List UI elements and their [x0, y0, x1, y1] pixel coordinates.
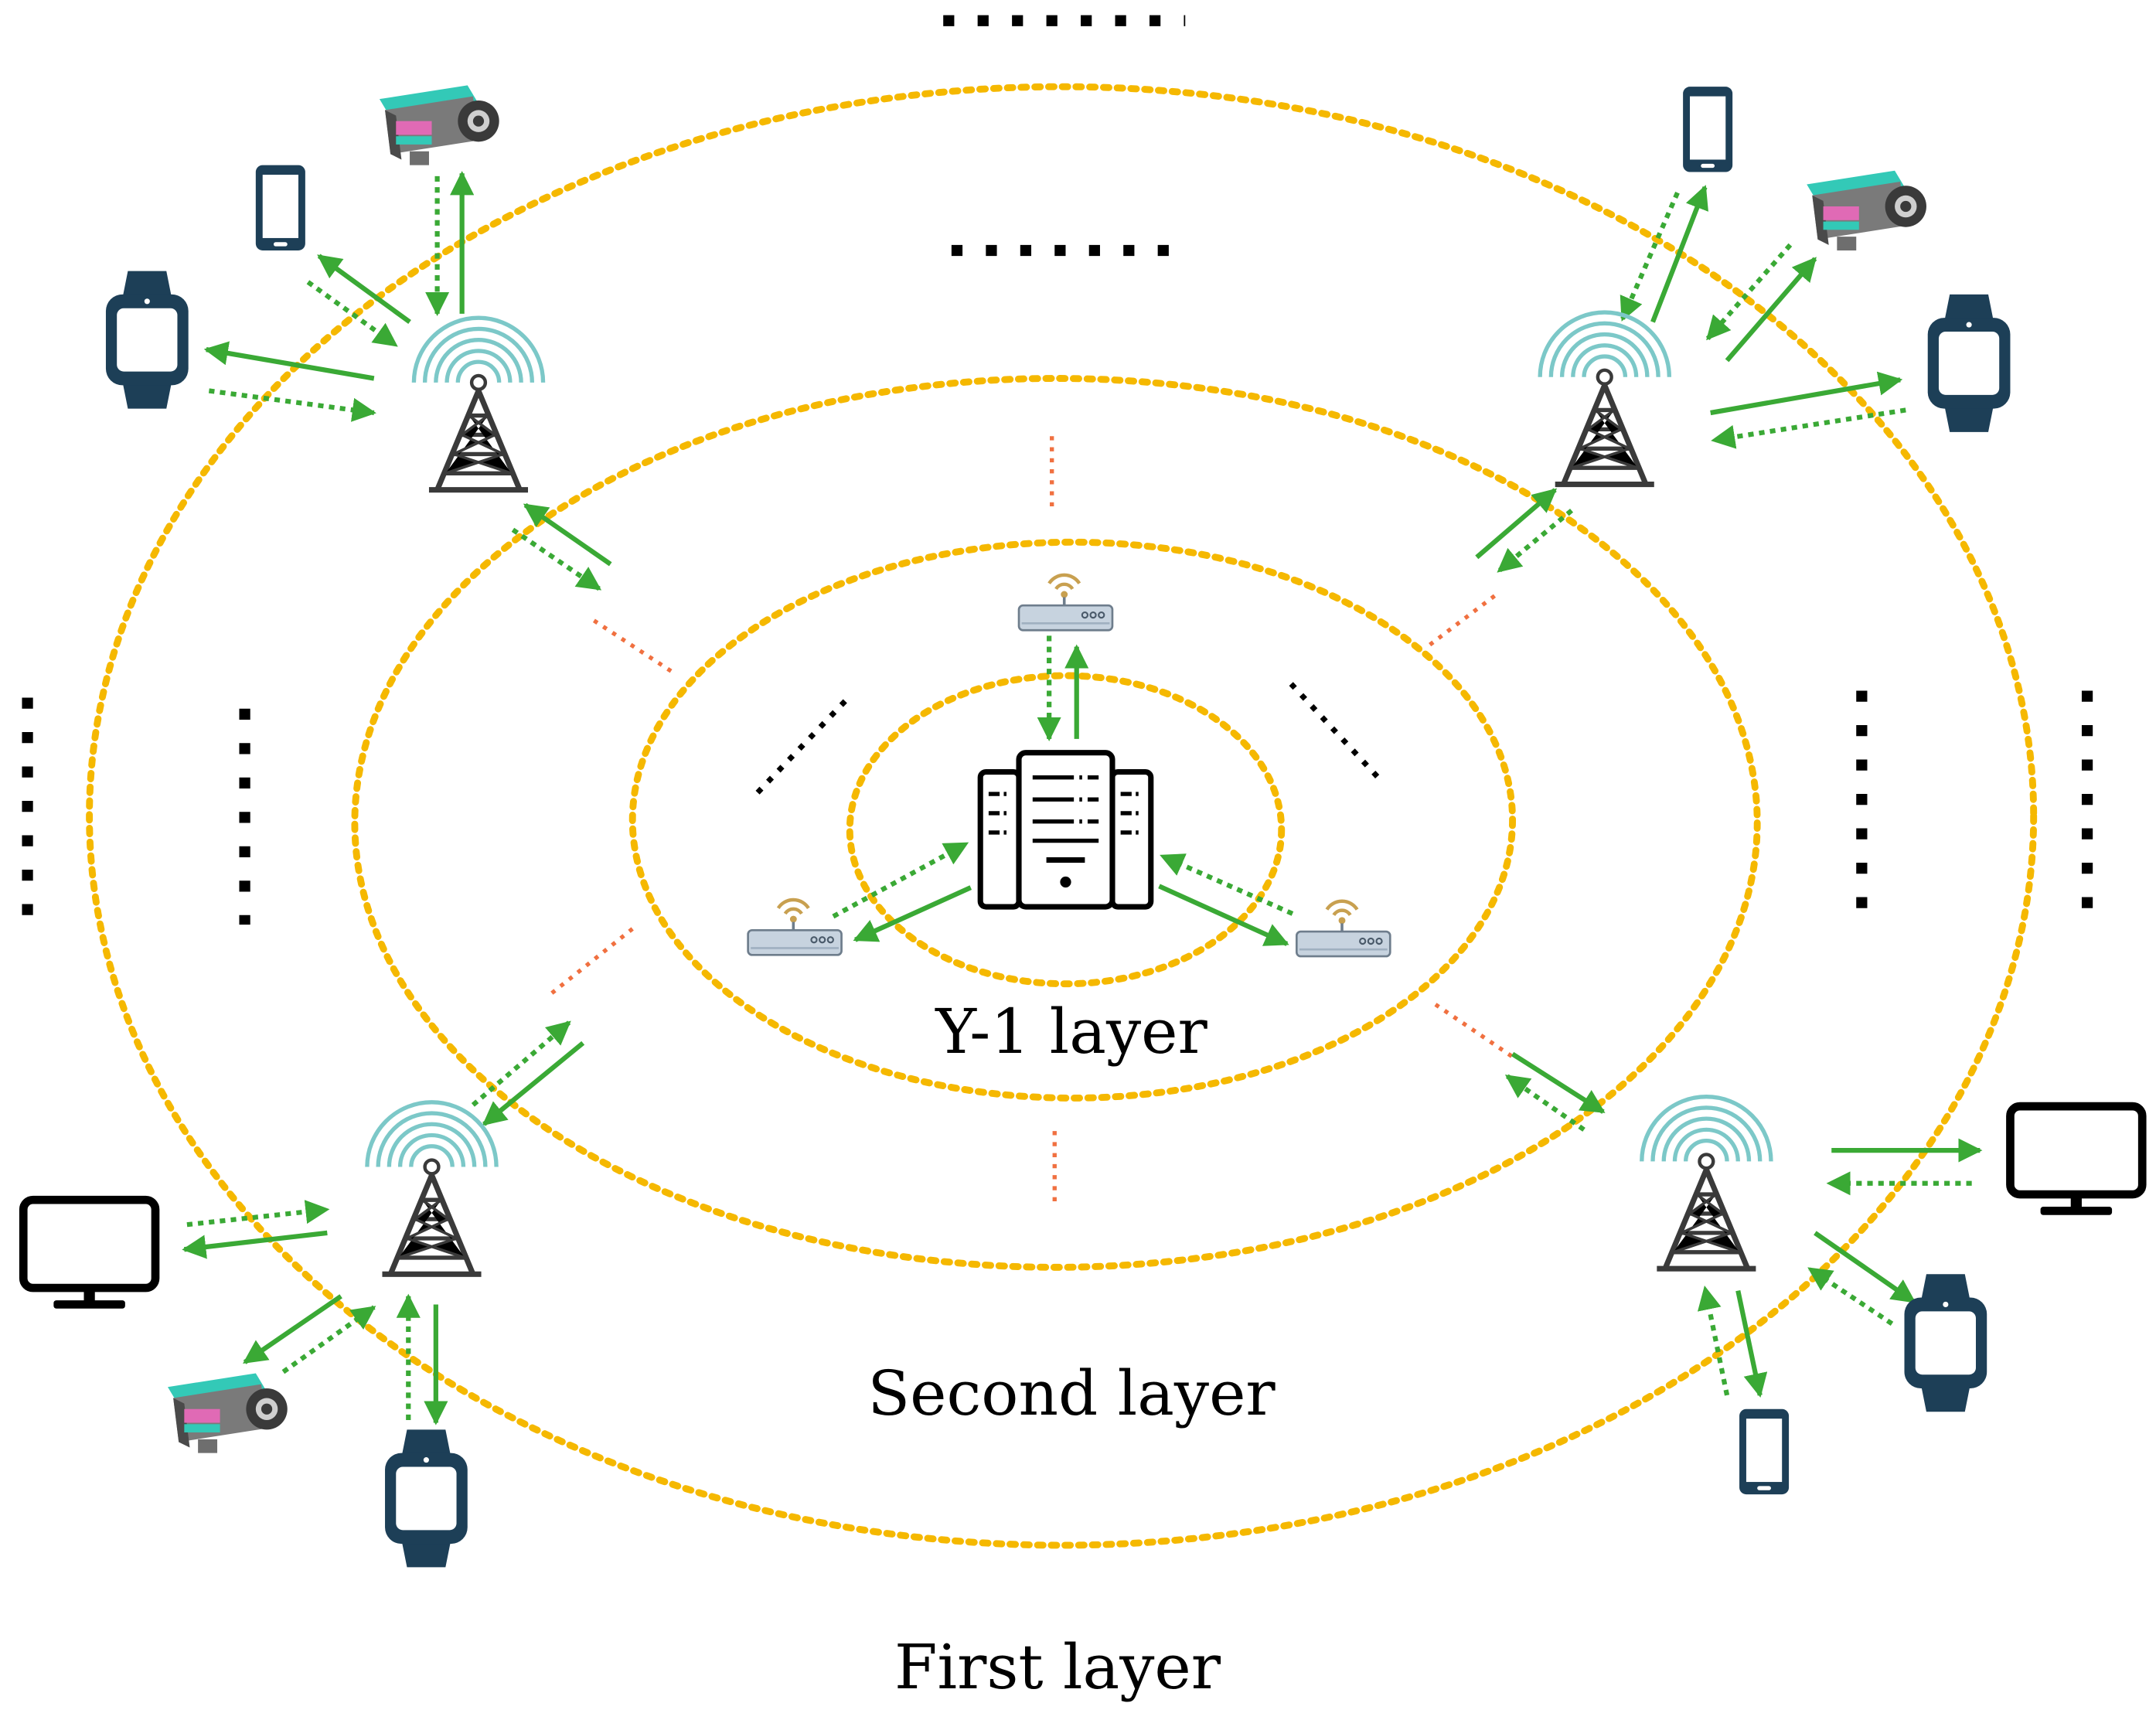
sector-dividers — [550, 436, 1514, 1204]
smartphone-icon — [1739, 1408, 1790, 1495]
smartphone-icon — [1683, 87, 1733, 172]
link-solid — [1814, 1231, 1916, 1304]
router-icon — [1019, 575, 1112, 630]
divider-lower-left — [550, 927, 634, 996]
core-ring — [846, 672, 1286, 988]
divider-upper-right — [1425, 594, 1497, 649]
dots-inner-left — [755, 694, 852, 795]
link-solid — [243, 1294, 342, 1364]
link-solid — [317, 254, 411, 325]
link-solid — [1650, 185, 1708, 323]
link-dotted — [832, 841, 969, 919]
smartwatch-icon — [1927, 294, 2011, 432]
camera-icon — [1807, 170, 1926, 250]
label-first-layer: First layer — [894, 1631, 1221, 1703]
link-solid — [853, 885, 972, 942]
link-tower-bl-inward — [471, 1020, 585, 1126]
link-server-router-top — [1037, 635, 1089, 741]
link-solid — [1511, 1051, 1606, 1114]
link-solid — [1735, 1289, 1768, 1398]
link-tower-tr-inward — [1475, 488, 1574, 574]
second-layer-ring — [351, 375, 1761, 1271]
link-dotted — [306, 280, 398, 348]
link-dotted — [511, 527, 602, 591]
link-dotted — [1705, 243, 1793, 341]
link-solid — [1475, 488, 1558, 560]
link-server-router-left — [832, 841, 972, 942]
tower-icon — [1642, 1097, 1771, 1272]
link-tower-br-inward — [1504, 1051, 1606, 1132]
monitor-icon — [2010, 1106, 2142, 1215]
smartwatch-icon — [105, 271, 189, 409]
divider-upper-left — [592, 618, 676, 675]
camera-icon — [168, 1373, 288, 1453]
link-server-router-right — [1158, 853, 1294, 946]
y1-layer-ring — [628, 538, 1517, 1102]
router-icon — [1296, 901, 1390, 956]
label-second-layer: Second layer — [867, 1357, 1276, 1429]
link-dotted — [1497, 508, 1574, 574]
link-dotted — [1160, 853, 1294, 916]
link-solid — [1725, 257, 1817, 363]
first-layer-ring — [86, 83, 2038, 1549]
server-icon — [980, 753, 1151, 907]
monitor-icon — [23, 1200, 155, 1309]
tower-icon — [1540, 312, 1669, 487]
smartphone-icon — [255, 165, 305, 250]
links — [182, 171, 1983, 1425]
smartwatch-icon — [385, 1429, 468, 1568]
link-solid — [182, 1230, 328, 1259]
layer-rings — [86, 83, 2038, 1549]
link-dotted — [1697, 1286, 1730, 1396]
link-dotted — [1620, 191, 1680, 322]
link-dotted — [281, 1305, 376, 1374]
link-dotted — [1504, 1074, 1585, 1132]
link-dotted — [208, 388, 376, 422]
link-solid — [203, 341, 375, 381]
link-dotted — [1711, 407, 1906, 449]
tower-icon — [367, 1102, 496, 1277]
link-tower-tl-inward — [511, 502, 612, 591]
router-icon — [748, 900, 842, 955]
link-solid — [1158, 884, 1289, 946]
tower-icon — [414, 318, 543, 492]
camera-icon — [379, 85, 499, 165]
link-solid — [523, 502, 612, 567]
link-solid — [1710, 371, 1903, 416]
smartwatch-icon — [1904, 1274, 1987, 1412]
link-dotted — [186, 1200, 330, 1228]
label-y1-layer: Y-1 layer — [935, 996, 1207, 1068]
continuation-dots-diagonal — [755, 682, 1385, 795]
dots-inner-right — [1289, 682, 1385, 784]
link-solid — [482, 1041, 585, 1126]
continuation-dots — [22, 15, 2093, 929]
divider-lower-right — [1434, 1003, 1514, 1059]
